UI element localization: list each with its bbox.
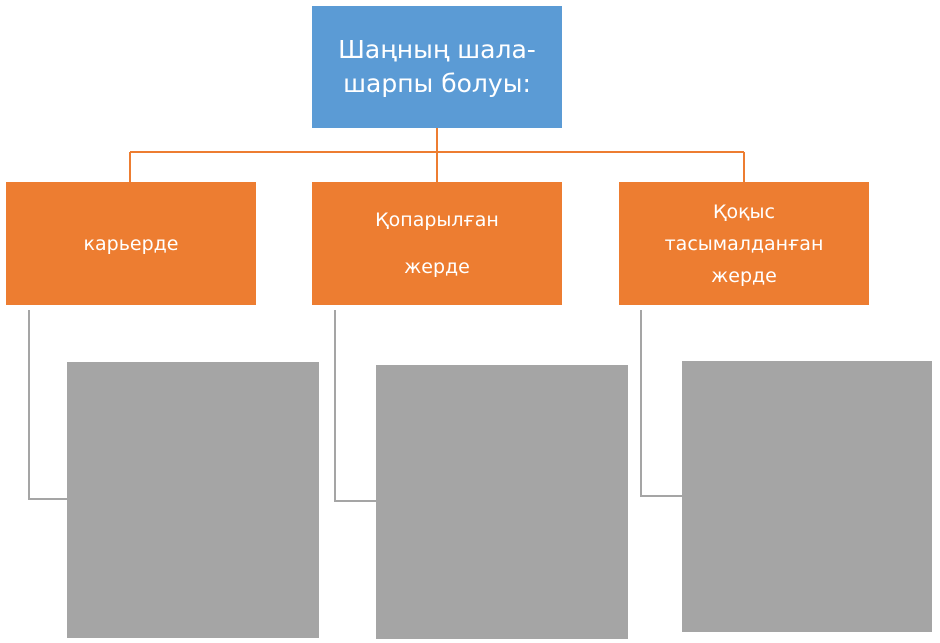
elbow-middle bbox=[334, 310, 376, 502]
child-waste-label-line-3: жерде bbox=[711, 264, 777, 287]
placeholder-box-left bbox=[67, 362, 319, 638]
child-node-quarry: карьерде bbox=[6, 182, 256, 305]
child-node-waste-transport: Қоқыс тасымалданған жерде bbox=[619, 182, 869, 305]
elbow-left bbox=[28, 310, 67, 500]
root-label-line-2: шарпы болуы: bbox=[343, 69, 531, 98]
root-node: Шаңның шала- шарпы болуы: bbox=[312, 6, 562, 128]
tree-connectors bbox=[129, 128, 745, 182]
placeholder-box-right bbox=[682, 361, 932, 632]
child-quarry-label: карьерде bbox=[83, 232, 179, 255]
elbow-connectors bbox=[28, 310, 682, 502]
child-blast-label-line-2: жерде bbox=[404, 256, 470, 278]
child-node-blast-site: Қопарылған жерде bbox=[312, 182, 562, 305]
placeholder-box-middle bbox=[376, 365, 628, 639]
child-waste-label-line-2: тасымалданған bbox=[664, 232, 824, 255]
elbow-right bbox=[640, 310, 682, 497]
child-blast-label-line-1: Қопарылған bbox=[375, 209, 499, 231]
child-waste-label-line-1: Қоқыс bbox=[712, 200, 776, 223]
root-label-line-1: Шаңның шала- bbox=[338, 35, 536, 64]
